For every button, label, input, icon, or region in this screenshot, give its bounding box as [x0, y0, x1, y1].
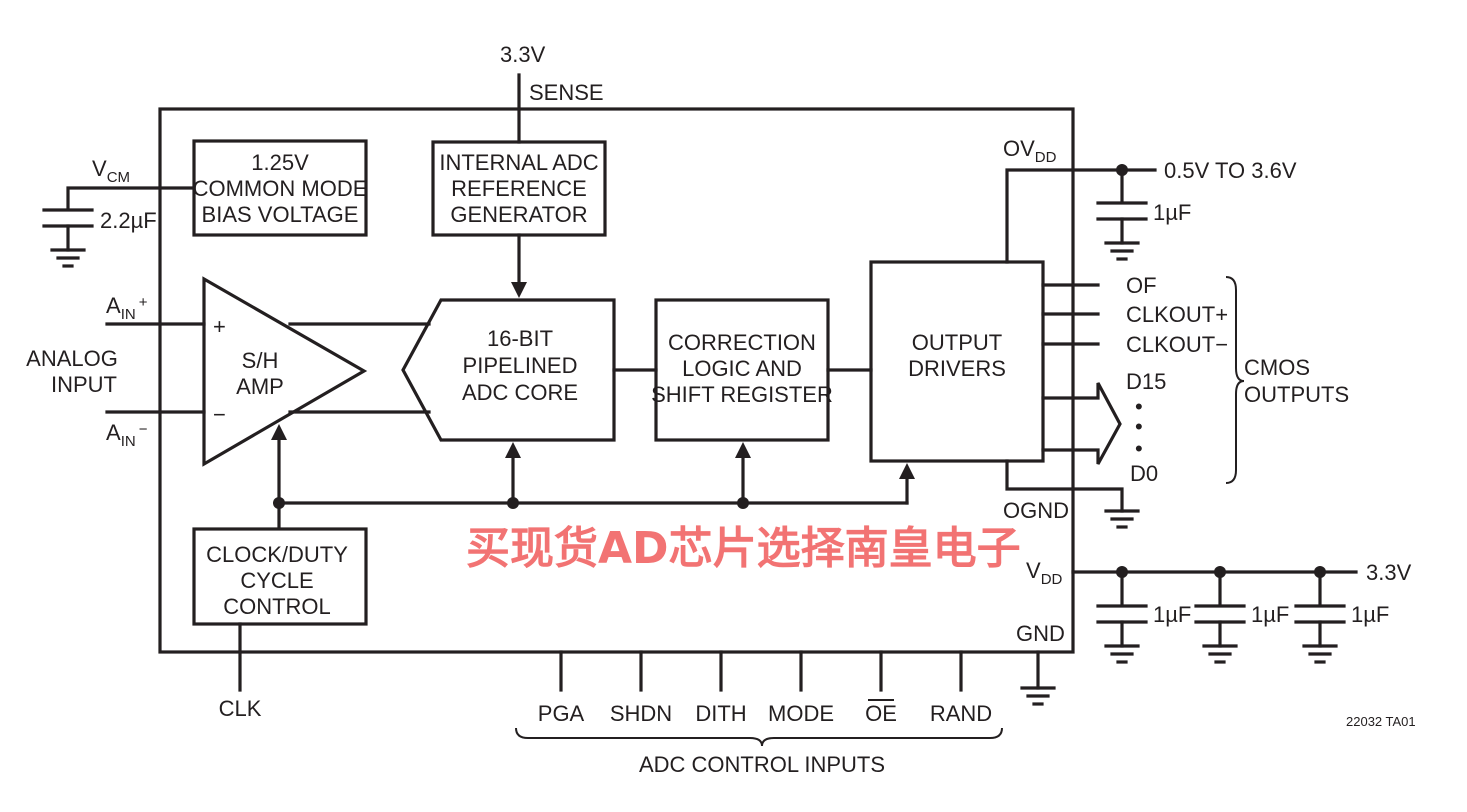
- pin-pga-label: PGA: [538, 701, 585, 726]
- pin-mode-label: MODE: [768, 701, 834, 726]
- supply-top-label: 3.3V: [500, 42, 546, 67]
- bias-block-line-3: BIAS VOLTAGE: [202, 202, 359, 227]
- clk-label: CLK: [219, 696, 262, 721]
- gnd-label: GND: [1016, 621, 1065, 646]
- figure-id: 22032 TA01: [1346, 714, 1416, 729]
- cmos-outputs-line-1: CMOS: [1244, 355, 1310, 380]
- vdd-capacitor: [1194, 570, 1246, 664]
- vdd-supply-label: 3.3V: [1366, 560, 1412, 585]
- cmos-outputs-brace: [1225, 276, 1245, 484]
- ain-plus-label: AIN+: [106, 293, 148, 323]
- data-bus-arrow: [1041, 382, 1122, 465]
- correction-line-1: CORRECTION: [668, 330, 816, 355]
- vdd-cap-label-2: 1µF: [1251, 602, 1289, 627]
- analog-input-line-1: ANALOG: [26, 346, 118, 371]
- arrow-up-icon: [271, 424, 287, 440]
- vcm-cap-label: 2.2µF: [100, 208, 157, 233]
- pin-rand-label: RAND: [930, 701, 992, 726]
- ovdd-cap-label: 1µF: [1153, 200, 1191, 225]
- ground-icon: [1104, 241, 1140, 261]
- correction-line-3: SHIFT REGISTER: [651, 382, 833, 407]
- ground-icon: [1104, 509, 1140, 529]
- clock-block-line-3: CONTROL: [223, 594, 331, 619]
- amp-label-line-2: AMP: [236, 374, 284, 399]
- vdd-cap-label-1: 1µF: [1153, 602, 1191, 627]
- ovdd-range-label: 0.5V TO 3.6V: [1164, 158, 1297, 183]
- ref-block-line-3: GENERATOR: [450, 202, 587, 227]
- sense-label: SENSE: [529, 80, 604, 105]
- amp-label-line-1: S/H: [242, 348, 279, 373]
- ain-minus-label: AIN−: [106, 420, 148, 450]
- vdd-capacitor: [1096, 570, 1148, 664]
- pin-oe-label: OE: [865, 701, 897, 726]
- vdd-cap-label-3: 1µF: [1351, 602, 1389, 627]
- ognd-label: OGND: [1003, 498, 1069, 523]
- arrow-up-icon: [505, 442, 521, 458]
- output-of-label: OF: [1126, 273, 1157, 298]
- adc-core-line-3: ADC CORE: [462, 380, 578, 405]
- output-clkout-plus-label: CLKOUT+: [1126, 302, 1228, 327]
- correction-line-2: LOGIC AND: [682, 356, 802, 381]
- adc-core-line-2: PIPELINED: [463, 353, 578, 378]
- arrow-up-icon: [899, 463, 915, 479]
- vcm-label: VCM: [92, 156, 130, 186]
- amp-minus-sign: −: [213, 402, 226, 427]
- pin-dith-label: DITH: [695, 701, 746, 726]
- data-dot-3: •: [1135, 436, 1143, 461]
- clock-block-line-1: CLOCK/DUTY: [206, 542, 348, 567]
- cmos-outputs-line-2: OUTPUTS: [1244, 382, 1349, 407]
- data-dot-1: •: [1135, 394, 1143, 419]
- output-drivers-line-1: OUTPUT: [912, 330, 1002, 355]
- bias-block-line-1: 1.25V: [251, 150, 309, 175]
- adc-core-line-1: 16-BIT: [487, 326, 553, 351]
- data-msb-label: D15: [1126, 369, 1166, 394]
- analog-input-line-2: INPUT: [51, 372, 117, 397]
- clock-block-line-2: CYCLE: [240, 568, 313, 593]
- amp-plus-sign: +: [213, 314, 226, 339]
- vdd-label: VDD: [1026, 558, 1063, 588]
- output-drivers-line-2: DRIVERS: [908, 356, 1006, 381]
- output-drivers-block: [869, 260, 1045, 463]
- vdd-capacitor: [1294, 570, 1346, 664]
- arrow-up-icon: [735, 442, 751, 458]
- ground-icon: [50, 248, 86, 268]
- watermark-text: 买现货AD芯片选择南皇电子: [466, 523, 1021, 574]
- ground-icon: [1020, 686, 1056, 706]
- control-inputs-brace: [515, 727, 1003, 747]
- clock-duty-block: [192, 527, 368, 626]
- output-clkout-minus-label: CLKOUT−: [1126, 332, 1228, 357]
- chip-outline: [158, 107, 1075, 654]
- ref-block-line-1: INTERNAL ADC: [439, 150, 598, 175]
- pin-shdn-label: SHDN: [610, 701, 672, 726]
- sh-amp-triangle: [202, 276, 368, 467]
- ovdd-label: OVDD: [1003, 136, 1057, 166]
- adc-core-block: [401, 298, 616, 442]
- control-group-label: ADC CONTROL INPUTS: [639, 752, 885, 777]
- bias-block-line-2: COMMON MODE: [193, 176, 368, 201]
- ref-block-line-2: REFERENCE: [451, 176, 587, 201]
- arrow-down-icon: [511, 282, 527, 298]
- data-dot-2: •: [1135, 414, 1143, 439]
- data-lsb-label: D0: [1130, 461, 1158, 486]
